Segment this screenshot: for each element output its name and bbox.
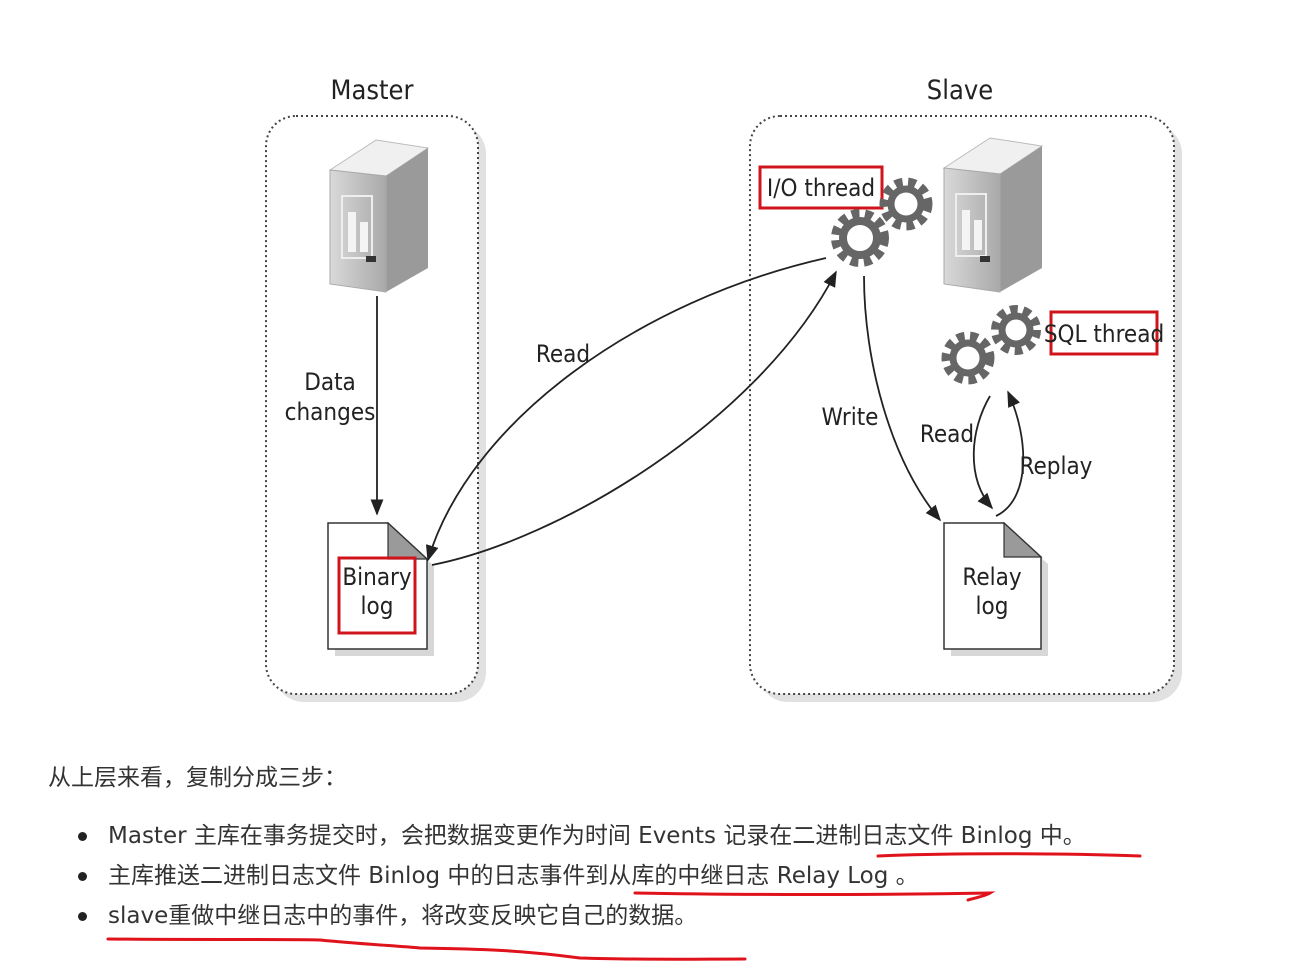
underline-step3 — [106, 937, 747, 961]
mysql-replication-diagram: Master Slave Data changes Binary log — [265, 75, 1182, 702]
slave-title: Slave — [927, 75, 993, 106]
sql-thread-gears-icon — [941, 305, 1041, 385]
read-request-arrow — [425, 257, 827, 562]
replay-label: Replay — [1020, 452, 1093, 480]
bullet-dot — [78, 832, 87, 841]
list-item: 主库推送二进制日志文件 Binlog 中的日志事件到从库的中继日志 Relay … — [78, 858, 1086, 898]
binary-log-label-line2: log — [361, 592, 394, 620]
binary-log-document — [327, 521, 434, 656]
io-thread-label: I/O thread — [767, 174, 875, 202]
io-thread-highlight-box — [758, 165, 884, 210]
binary-log-highlight-box — [337, 556, 417, 635]
step-text: slave重做中继日志中的事件，将改变反映它自己的数据。 — [108, 903, 698, 929]
list-item: Master 主库在事务提交时，会把数据变更作为时间 Events 记录在二进制… — [78, 818, 1086, 858]
io-thread-gears-icon — [831, 177, 933, 267]
sql-thread-highlight-box — [1049, 310, 1159, 356]
read-label-middle: Read — [536, 340, 590, 368]
binary-log-label-line1: Binary — [342, 563, 412, 591]
write-label: Write — [822, 403, 879, 431]
relay-log-label-line2: log — [976, 592, 1009, 620]
bullet-dot — [78, 912, 87, 921]
bullet-dot — [78, 872, 87, 881]
binlog-transfer-arrow — [431, 270, 837, 566]
relay-read-label: Read — [920, 420, 974, 448]
step-text: Master 主库在事务提交时，会把数据变更作为时间 Events 记录在二进制… — [108, 823, 1086, 849]
write-arrow — [863, 275, 942, 522]
relay-log-label-line1: Relay — [962, 563, 1021, 591]
master-server-icon — [328, 139, 430, 293]
data-changes-label-line1: Data — [304, 368, 356, 396]
slave-server-icon — [942, 137, 1044, 293]
relay-read-arrow — [972, 395, 994, 510]
master-title: Master — [331, 75, 414, 106]
step-text: 主库推送二进制日志文件 Binlog 中的日志事件到从库的中继日志 Relay … — [108, 863, 919, 889]
relay-log-document — [943, 521, 1048, 656]
replay-arrow — [995, 390, 1025, 517]
replication-steps-list: Master 主库在事务提交时，会把数据变更作为时间 Events 记录在二进制… — [78, 818, 1086, 938]
sql-thread-label: SQL thread — [1044, 320, 1164, 348]
data-changes-label-line2: changes — [285, 398, 376, 426]
intro-text: 从上层来看，复制分成三步： — [48, 765, 347, 791]
list-item: slave重做中继日志中的事件，将改变反映它自己的数据。 — [78, 898, 1086, 938]
